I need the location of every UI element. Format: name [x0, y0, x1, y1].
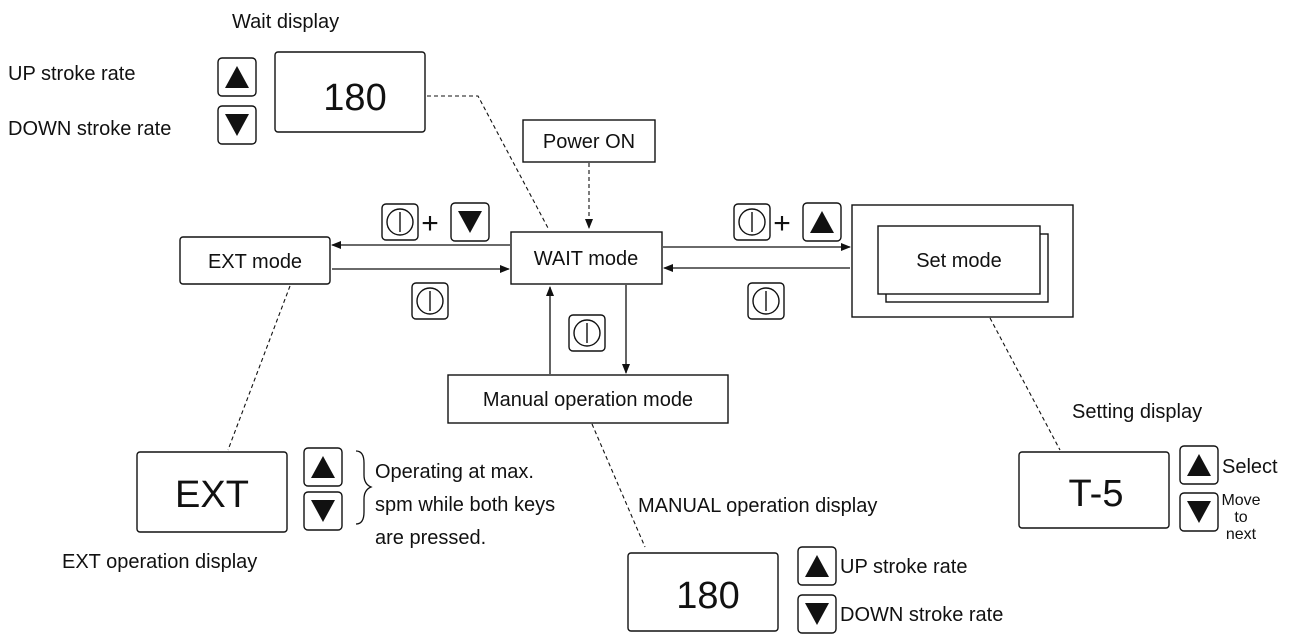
power-on-label: Power ON [543, 131, 635, 153]
circle-bar-key-icon[interactable] [381, 203, 419, 241]
wait-mode-box [510, 231, 663, 285]
up-key-icon[interactable] [217, 57, 257, 97]
ext-display-value: EXT [175, 474, 249, 516]
manual-display-screen [627, 552, 779, 632]
wait-display-value: 180 [323, 77, 386, 119]
wait-up-label: UP stroke rate [8, 63, 135, 85]
setting-up-label: Select [1222, 456, 1278, 478]
circle-bar-key-icon[interactable] [411, 282, 449, 320]
ext-note-line-2: spm while both keys [375, 494, 555, 516]
manual-display-leader [591, 423, 646, 548]
ext-mode-label: EXT mode [208, 251, 302, 273]
wait-display-title: Wait display [232, 11, 339, 33]
wait-mode-label: WAIT mode [534, 248, 638, 270]
down-key-icon[interactable] [217, 105, 257, 145]
ext-display-screen [136, 451, 288, 533]
wait-down-label: DOWN stroke rate [8, 118, 171, 140]
ext-keys-brace [355, 450, 373, 525]
setting-down-label-line-2: to [1234, 509, 1247, 526]
setting-down-label-line-3: next [1226, 526, 1257, 543]
setting-display-screen [1018, 451, 1170, 529]
up-key-icon[interactable] [1179, 445, 1219, 485]
up-key-icon[interactable] [802, 202, 842, 242]
manual-mode-box [447, 374, 729, 424]
set-mode-label: Set mode [916, 250, 1002, 272]
setting-display-title: Setting display [1072, 401, 1202, 423]
manual-down-label: DOWN stroke rate [840, 604, 1003, 626]
setting-display-leader [989, 317, 1061, 451]
circle-bar-key-icon[interactable] [747, 282, 785, 320]
plus-sign: + [421, 207, 439, 240]
up-key-icon[interactable] [797, 546, 837, 586]
manual-mode-label: Manual operation mode [483, 389, 693, 411]
down-key-icon[interactable] [450, 202, 490, 242]
power-on-box [522, 119, 656, 163]
ext-mode-box [179, 236, 331, 285]
plus-sign: + [773, 207, 791, 240]
ext-note-line-1: Operating at max. [375, 461, 534, 483]
manual-up-label: UP stroke rate [840, 556, 967, 578]
down-key-icon[interactable] [303, 491, 343, 531]
ext-display-leader [227, 285, 291, 451]
wait-display-screen [274, 51, 426, 133]
ext-note-line-3: are pressed. [375, 527, 486, 549]
setting-down-label-line-1: Move [1221, 492, 1260, 509]
down-key-icon[interactable] [797, 594, 837, 634]
down-key-icon[interactable] [1179, 492, 1219, 532]
manual-display-value: 180 [676, 575, 739, 617]
circle-bar-key-icon[interactable] [568, 314, 606, 352]
wait-display-leader [427, 95, 549, 229]
circle-bar-key-icon[interactable] [733, 203, 771, 241]
up-key-icon[interactable] [303, 447, 343, 487]
set-mode-box [877, 225, 1041, 295]
manual-display-title: MANUAL operation display [638, 495, 877, 517]
setting-display-value: T-5 [1069, 473, 1124, 515]
ext-display-title: EXT operation display [62, 551, 257, 573]
